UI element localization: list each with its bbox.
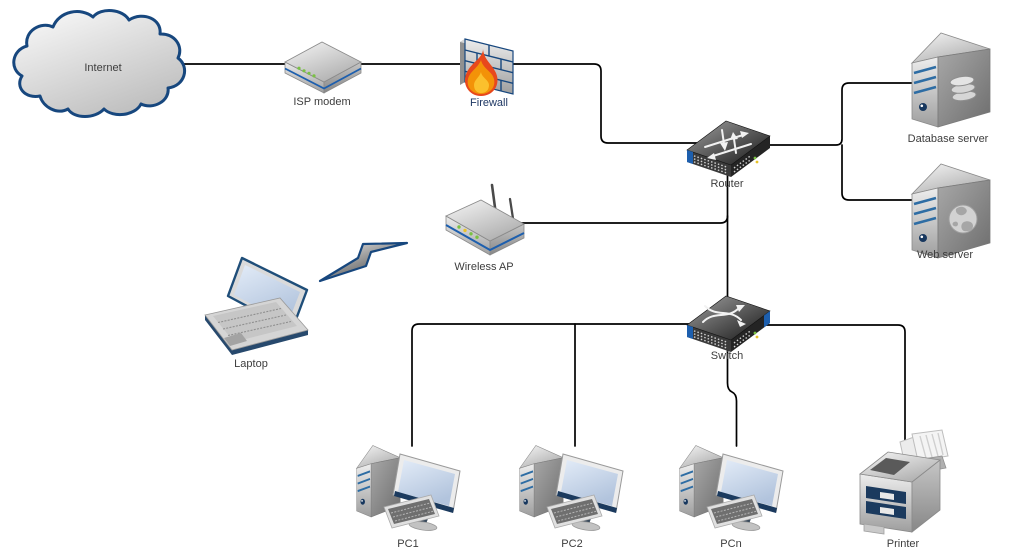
printer-label: Printer — [887, 538, 920, 550]
firewall-label: Firewall — [470, 97, 508, 109]
router-icon — [686, 120, 771, 178]
cloud-icon — [12, 9, 187, 118]
internet-label: Internet — [84, 62, 121, 74]
pcn-label: PCn — [720, 538, 741, 550]
web-server-icon — [910, 162, 992, 260]
pc2-label: PC2 — [561, 538, 582, 550]
node-pc1[interactable]: PC1 — [357, 446, 460, 550]
edge-router-database-server[interactable] — [754, 82, 915, 146]
node-isp-modem[interactable]: ISP modem — [284, 41, 362, 108]
router-label: Router — [710, 178, 743, 190]
database-server-label: Database server — [908, 133, 989, 145]
node-pc2[interactable]: PC2 — [520, 446, 623, 550]
modem-icon — [284, 41, 362, 94]
edge-switch-printer[interactable] — [761, 324, 906, 442]
desktop-pc-icon — [680, 446, 783, 532]
edge-switch-pc1[interactable] — [411, 323, 691, 447]
web-server-label: Web server — [917, 249, 973, 261]
flame-icon — [464, 49, 498, 96]
edge-firewall-router[interactable] — [504, 63, 701, 144]
connectors — [182, 63, 915, 447]
edge-switch-pcn[interactable] — [726, 339, 738, 447]
node-printer[interactable]: Printer — [859, 429, 949, 550]
node-router[interactable]: Router — [686, 120, 771, 190]
switch-label: Switch — [711, 350, 743, 362]
edge-wireless-ap-router[interactable] — [519, 215, 729, 224]
database-cylinder-icon — [949, 75, 977, 102]
pc1-label: PC1 — [397, 538, 418, 550]
isp-modem-label: ISP modem — [293, 96, 350, 108]
wireless-link-bolt-icon[interactable] — [318, 241, 409, 283]
wireless-ap-label: Wireless AP — [454, 261, 513, 273]
desktop-pc-icon — [520, 446, 623, 532]
printer-icon — [859, 429, 949, 535]
node-laptop[interactable]: Laptop — [204, 256, 309, 370]
edge-router-web-server[interactable] — [841, 144, 915, 201]
node-internet[interactable]: Internet — [12, 9, 187, 118]
laptop-icon — [204, 256, 309, 355]
firewall-icon — [460, 38, 514, 96]
node-web-server[interactable]: Web server — [910, 162, 992, 261]
globe-icon — [948, 204, 978, 234]
database-server-icon — [910, 31, 992, 129]
node-pcn[interactable]: PCn — [680, 446, 783, 550]
switch-icon — [686, 295, 771, 353]
laptop-label: Laptop — [234, 358, 268, 370]
node-firewall[interactable]: Firewall — [460, 38, 514, 109]
desktop-pc-icon — [357, 446, 460, 532]
node-wireless-ap[interactable]: Wireless AP — [445, 183, 525, 273]
node-switch[interactable]: Switch — [686, 295, 771, 362]
node-database-server[interactable]: Database server — [908, 31, 992, 145]
wireless-ap-icon — [445, 183, 525, 256]
